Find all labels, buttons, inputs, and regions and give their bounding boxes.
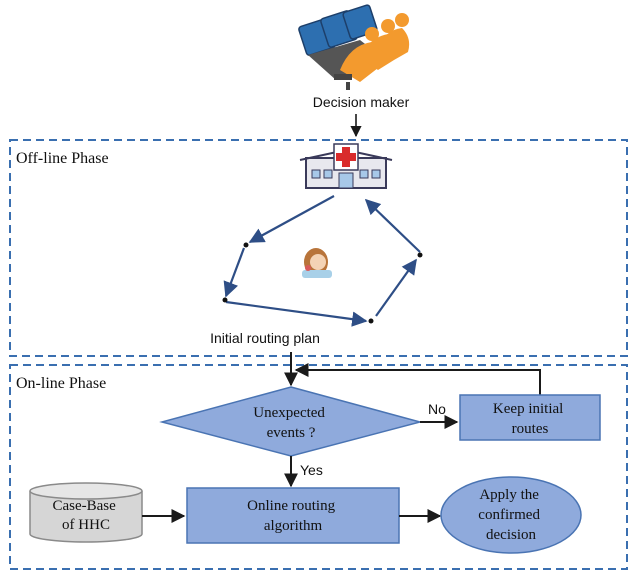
offline-phase-title: Off-line Phase	[16, 150, 109, 167]
online-phase-title: On-line Phase	[16, 375, 106, 392]
initial-routing-plan-label: Initial routing plan	[210, 330, 320, 346]
decision-line-2: events ?	[267, 425, 316, 441]
algorithm-text: Online routing algorithm	[247, 498, 339, 534]
keep-routes-line-1: Keep initial	[493, 401, 563, 417]
decision-line-1: Unexpected	[253, 405, 325, 421]
feedback-loop-arrow	[294, 363, 541, 395]
algorithm-line-2: algorithm	[264, 518, 323, 534]
keep-initial-routes-box	[459, 394, 601, 441]
case-base-line-1: Case-Base	[52, 498, 116, 514]
keep-routes-line-2: routes	[512, 421, 549, 437]
apply-line-1: Apply the	[479, 487, 539, 503]
online-phase-box	[9, 364, 628, 570]
routing-cycle	[222, 195, 423, 327]
case-base-text: Case-Base of HHC	[52, 498, 119, 533]
apply-decision-ellipse	[440, 476, 582, 554]
unexpected-events-decision	[159, 386, 423, 457]
decision-text: Unexpected events ?	[253, 405, 328, 441]
no-label: No	[428, 401, 446, 417]
decision-maker-icon	[298, 4, 410, 90]
apply-decision-text: Apply the confirmed decision	[478, 487, 543, 543]
nurse-icon	[302, 248, 332, 278]
case-base-line-2: of HHC	[62, 517, 110, 533]
case-base-database	[29, 482, 143, 543]
online-routing-algorithm-box	[186, 487, 400, 544]
algorithm-line-1: Online routing	[247, 498, 335, 514]
decision-maker-label: Decision maker	[313, 94, 410, 110]
yes-label: Yes	[300, 462, 323, 478]
apply-line-3: decision	[486, 527, 536, 543]
keep-routes-text: Keep initial routes	[493, 401, 567, 437]
hospital-icon	[299, 143, 393, 189]
apply-line-2: confirmed	[478, 507, 540, 523]
